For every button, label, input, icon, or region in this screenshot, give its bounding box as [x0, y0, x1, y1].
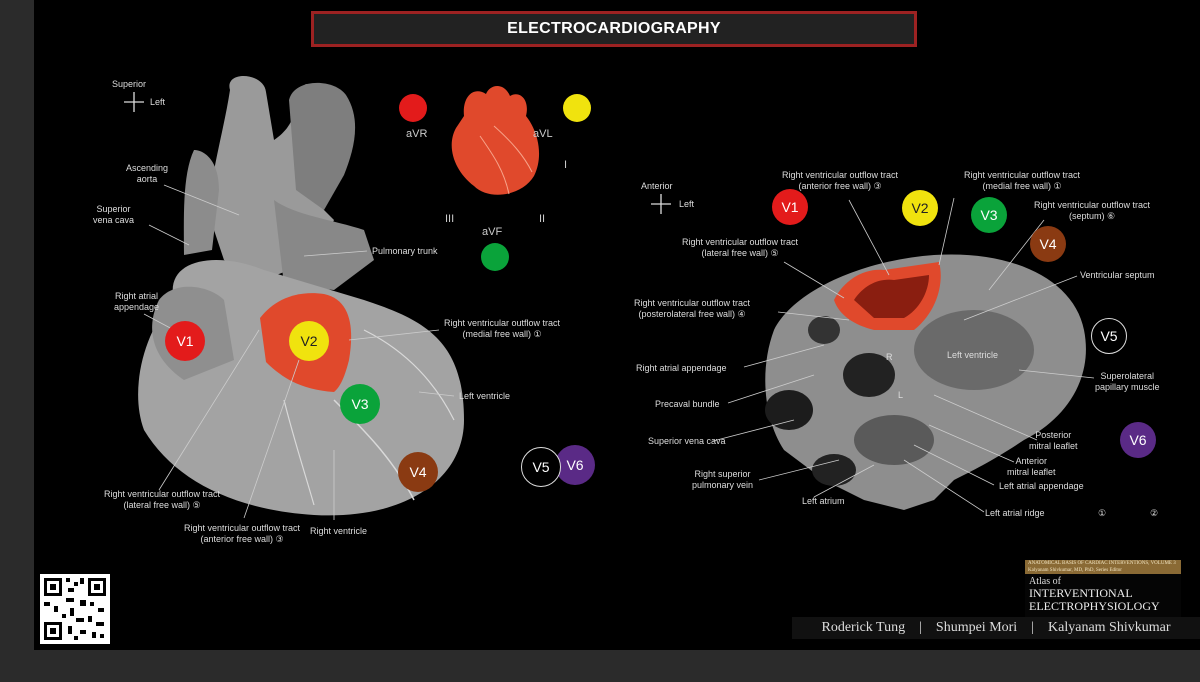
label-anterior-mitral: Anterior mitral leaflet [1007, 456, 1056, 477]
lead-avf-label: aVF [482, 226, 503, 238]
label-rvot-medial: Right ventricular outflow tract (medial … [444, 318, 561, 339]
orientation-left-right: Left [679, 199, 695, 209]
label-precaval-bundle: Precaval bundle [655, 399, 720, 409]
pulmonary-trunk-shape [274, 200, 374, 290]
lead-i-label: I [564, 159, 568, 171]
lead-v4-left: V4 [398, 452, 438, 492]
credit-separator: | [1031, 620, 1035, 635]
lead-v2-left: V2 [289, 321, 329, 361]
label-num-1: ① [1098, 508, 1107, 518]
label-ventricular-septum: Ventricular septum [1080, 270, 1155, 280]
lead-iii-label: III [445, 213, 455, 225]
lead-avr-label: aVR [406, 128, 428, 140]
label-pulmonary-trunk: Pulmonary trunk [372, 246, 438, 256]
orientation-cross-left [124, 92, 144, 112]
lead-v6-left: V6 [555, 445, 595, 485]
label-right-atrial-appendage-right: Right atrial appendage [636, 363, 727, 373]
label-superior-vena-cava-right: Superior vena cava [648, 436, 726, 446]
lead-avl-label: aVL [533, 128, 553, 140]
label-rvot-lateral: Right ventricular outflow tract (lateral… [104, 489, 221, 510]
lead-v5-right: V5 [1091, 318, 1127, 354]
label-ascending-aorta: Ascending aorta [126, 163, 169, 184]
author-3: Kalyanam Shivkumar [1048, 620, 1171, 635]
lv-cavity [914, 310, 1034, 390]
orientation-left: Left [150, 97, 166, 107]
slide-title: ELECTROCARDIOGRAPHY [311, 11, 917, 47]
right-heart-section-illustration [651, 194, 1095, 513]
aortic-arch-shape [289, 82, 356, 210]
label-posterior-mitral: Posterior mitral leaflet [1029, 430, 1078, 451]
lead-v4-right: V4 [1030, 226, 1066, 262]
lead-v3-right: V3 [971, 197, 1007, 233]
credit-separator: | [919, 620, 922, 635]
orientation-anterior: Anterior [641, 181, 673, 191]
slide: ELECTROCARDIOGRAPHY [34, 0, 1200, 650]
label-left-atrial-ridge: Left atrial ridge [985, 508, 1045, 518]
author-1: Roderick Tung [821, 620, 906, 635]
label-left-atrium: Left atrium [802, 496, 845, 506]
author-credits: Roderick Tung | Shumpei Mori | Kalyanam … [792, 617, 1200, 639]
lead-avf-dot [481, 243, 509, 271]
label-right-superior-pv: Right superior pulmonary vein [692, 469, 754, 490]
label-right-ventricle: Right ventricle [310, 526, 368, 536]
svc-shape [183, 150, 219, 255]
orientation-superior: Superior [112, 79, 147, 89]
left-heart-illustration [124, 75, 464, 520]
book-cover-badge: ANATOMICAL BASIS OF CARDIAC INTERVENTION… [1025, 560, 1181, 618]
lead-avl-dot [563, 94, 591, 122]
label-superior-vena-cava: Superior vena cava [93, 204, 135, 225]
lead-v1-right: V1 [772, 189, 808, 225]
lead-v6-right: V6 [1120, 422, 1156, 458]
qr-code [40, 574, 110, 644]
lead-avr-dot [399, 94, 427, 122]
label-right-atrial-appendage: Right atrial appendage [114, 291, 160, 312]
label-rvot-septum: Right ventricular outflow tract (septum)… [1034, 200, 1151, 221]
label-rvot-medial-right: Right ventricular outflow tract (medial … [964, 170, 1081, 191]
lead-v3-left: V3 [340, 384, 380, 424]
book-series-band: ANATOMICAL BASIS OF CARDIAC INTERVENTION… [1025, 560, 1181, 574]
label-left-ventricle: Left ventricle [459, 391, 511, 401]
book-title-line2: INTERVENTIONAL ELECTROPHYSIOLOGY [1029, 586, 1160, 613]
label-rvot-anterior: Right ventricular outflow tract (anterio… [184, 523, 301, 544]
marker-r: R [886, 352, 893, 362]
lead-v2-right: V2 [902, 190, 938, 226]
lead-ii-label: II [539, 213, 546, 225]
label-left-atrial-appendage: Left atrial appendage [999, 481, 1084, 491]
small-heart-illustration [451, 86, 540, 195]
book-title-line1: Atlas of [1029, 576, 1061, 587]
label-rvot-lateral-right: Right ventricular outflow tract (lateral… [682, 237, 799, 258]
label-num-2: ② [1150, 508, 1159, 518]
marker-l: L [898, 390, 904, 400]
author-2: Shumpei Mori [935, 620, 1018, 635]
label-left-ventricle-right: Left ventricle [947, 350, 999, 360]
orientation-cross-right [651, 194, 671, 214]
label-rvot-anterior-right: Right ventricular outflow tract (anterio… [782, 170, 899, 191]
lead-v1-left: V1 [165, 321, 205, 361]
label-superolateral-papillary: Superolateral papillary muscle [1095, 371, 1160, 392]
lead-v5-left: V5 [521, 447, 561, 487]
label-rvot-posterolateral: Right ventricular outflow tract (postero… [634, 298, 751, 319]
